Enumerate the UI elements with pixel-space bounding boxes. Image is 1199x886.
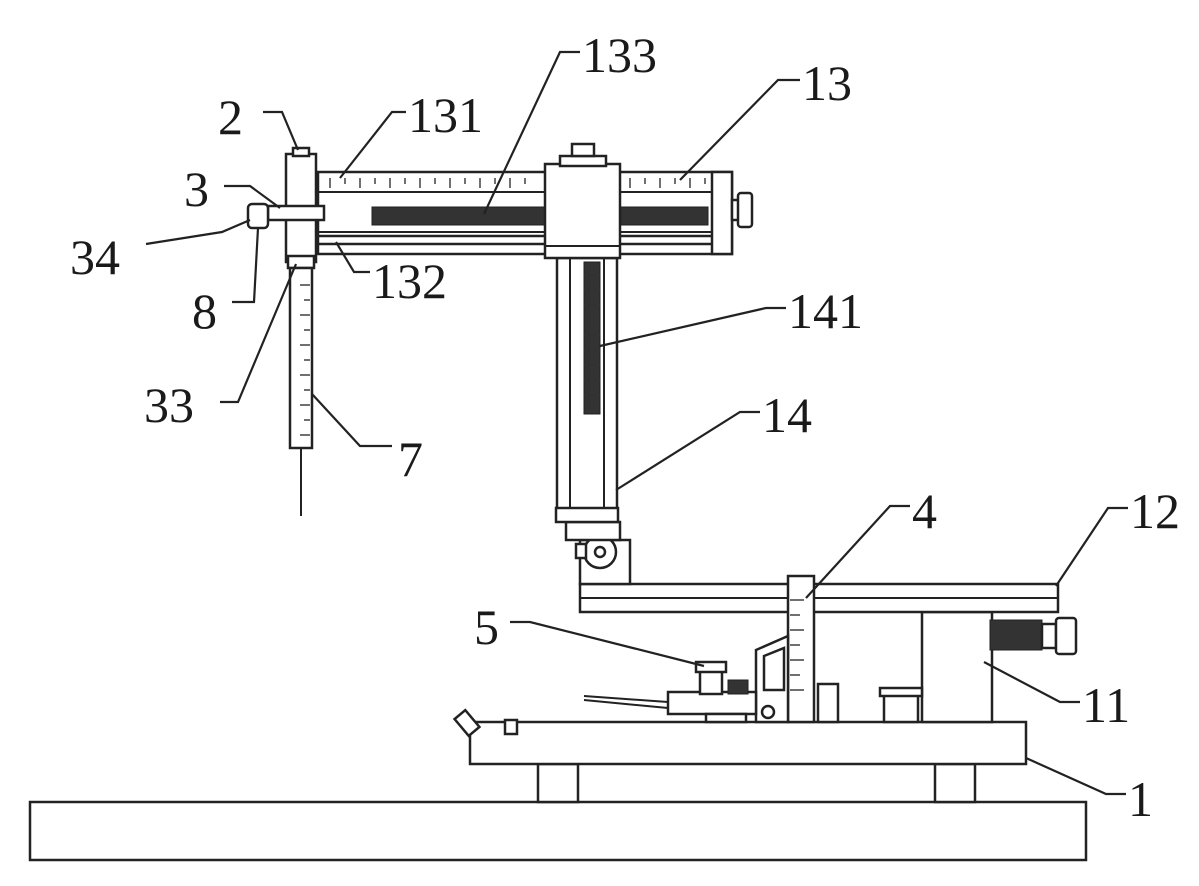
collar-33	[286, 254, 316, 270]
leader-4	[805, 504, 910, 599]
label-12: 12	[1130, 483, 1180, 539]
leader-14	[615, 410, 760, 491]
holder-2-top	[291, 146, 311, 158]
leader-13	[679, 78, 800, 181]
leader-133	[483, 50, 580, 215]
slider-block	[543, 142, 622, 260]
label-2: 2	[218, 89, 243, 145]
foot-right	[933, 762, 977, 804]
leader-34	[145, 218, 251, 246]
label-14: 14	[762, 387, 812, 443]
leader-131	[339, 110, 406, 179]
column-knob	[989, 616, 1078, 656]
clamp-5	[583, 634, 840, 724]
floor-base-plate	[28, 800, 1088, 862]
label-8: 8	[192, 283, 217, 339]
label-4: 4	[912, 483, 937, 539]
beam-end-cap	[710, 170, 734, 256]
label-13: 13	[802, 55, 852, 111]
beam-knob	[736, 191, 754, 229]
leader-132	[335, 241, 370, 274]
label-1: 1	[1128, 771, 1153, 827]
threaded-rod-133	[371, 206, 709, 226]
rod-141-threads	[584, 274, 600, 396]
label-33: 33	[144, 377, 194, 433]
label-141: 141	[788, 283, 863, 339]
column-11	[920, 610, 994, 724]
scale-post-ticks	[790, 599, 804, 691]
slot-132	[316, 234, 716, 246]
label-132: 132	[372, 253, 447, 309]
column-14-cap-bottom	[554, 506, 620, 524]
label-7: 7	[398, 431, 423, 487]
scale-131-ticks	[329, 178, 706, 188]
syringe-ticks	[300, 284, 310, 436]
small-block	[878, 686, 924, 724]
leader-33	[220, 263, 298, 404]
hinge-joint	[564, 520, 632, 586]
leader-1	[1025, 756, 1126, 796]
clamp-ring-3	[266, 204, 326, 222]
leader-11	[983, 661, 1080, 704]
leader-5	[510, 620, 705, 668]
label-3: 3	[184, 161, 209, 217]
label-34: 34	[70, 229, 120, 285]
leader-7	[311, 393, 392, 448]
label-5: 5	[474, 599, 499, 655]
syringe-7	[288, 266, 314, 450]
leader-3	[224, 184, 281, 209]
leader-8	[232, 227, 260, 304]
label-133: 133	[582, 27, 657, 83]
platform-1	[468, 720, 1028, 766]
threaded-rod-141	[583, 261, 601, 415]
leader-2	[263, 110, 300, 151]
label-131: 131	[408, 87, 483, 143]
platform-screw	[452, 708, 519, 738]
pin-34	[246, 202, 270, 230]
scale-post-4	[786, 574, 816, 724]
leader-141	[599, 306, 786, 348]
leader-12	[1055, 506, 1128, 587]
label-11: 11	[1082, 677, 1130, 733]
foot-left	[536, 762, 580, 804]
